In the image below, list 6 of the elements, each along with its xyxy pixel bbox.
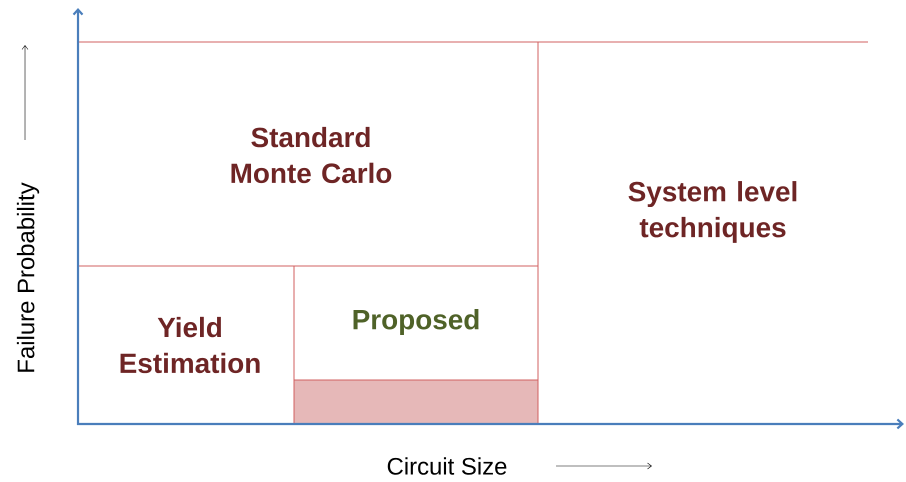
region-box: System level techniques bbox=[538, 42, 868, 243]
axis-label: Failure Probability bbox=[16, 182, 40, 372]
region-box: Standard Monte Carlo bbox=[78, 42, 538, 266]
axis-label: Circuit Size bbox=[388, 457, 506, 475]
region-box: Yield Estimation bbox=[78, 266, 294, 424]
shaded-box bbox=[294, 380, 538, 424]
